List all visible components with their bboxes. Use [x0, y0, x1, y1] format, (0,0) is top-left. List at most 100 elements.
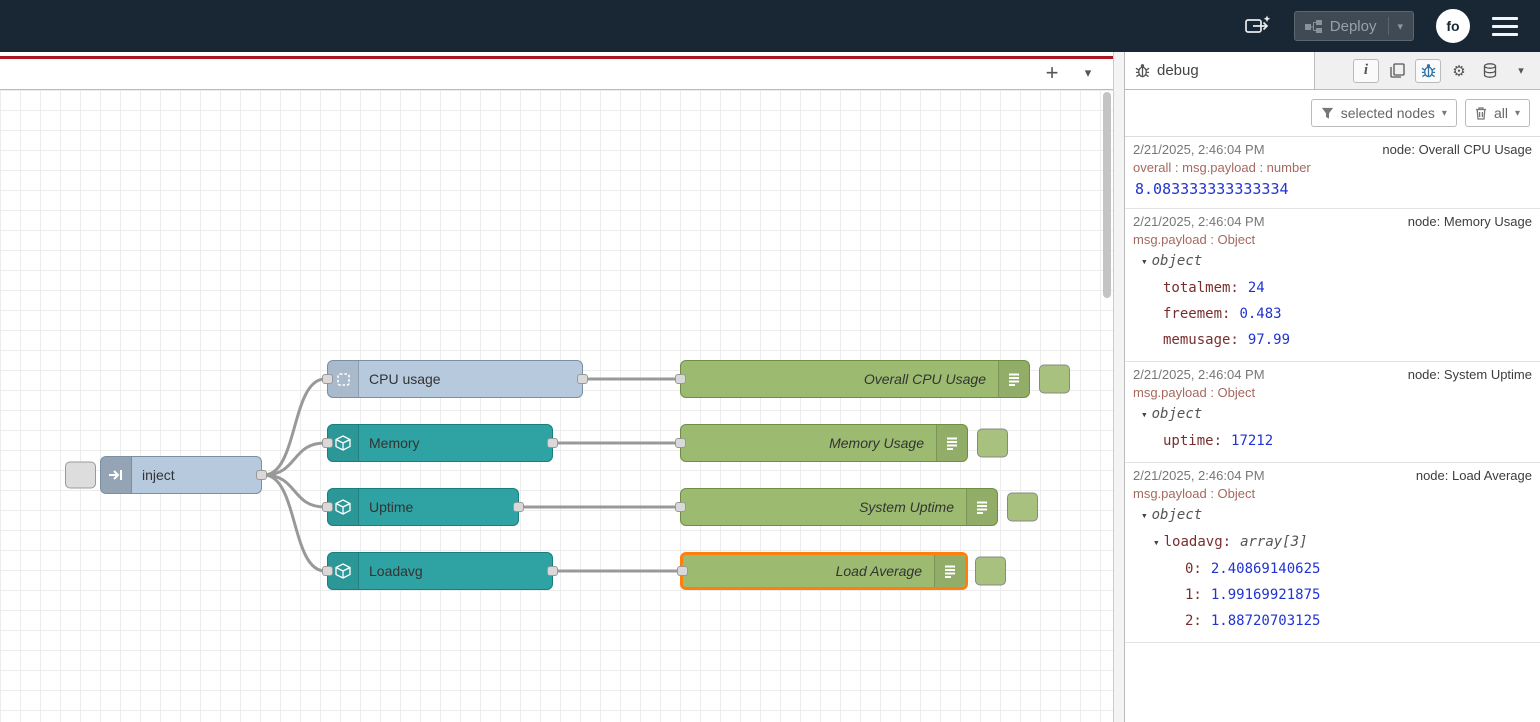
object-type-label: object — [1152, 406, 1203, 422]
main-menu-icon[interactable] — [1492, 17, 1518, 36]
input-port[interactable] — [322, 438, 333, 448]
help-pages-icon[interactable] — [1384, 59, 1410, 83]
canvas-scrollbar-thumb[interactable] — [1103, 92, 1111, 298]
chevron-down-icon: ▾ — [1442, 108, 1447, 119]
message-node-name: node: Load Average — [1416, 468, 1532, 483]
wires-layer — [0, 90, 1113, 722]
message-node-name: node: System Uptime — [1408, 367, 1532, 382]
canvas-scrollbar — [1103, 90, 1111, 722]
deploy-chevron-icon[interactable]: ▾ — [1397, 20, 1403, 33]
input-port[interactable] — [322, 374, 333, 384]
node-label: Memory — [359, 435, 552, 451]
debug-lines-icon — [934, 555, 965, 587]
clear-label: all — [1494, 105, 1508, 121]
object-value: 24 — [1248, 280, 1265, 296]
flow-tabbar: + ▾ — [0, 52, 1113, 90]
gear-icon[interactable]: ⚙ — [1446, 59, 1472, 83]
node-debug-system-uptime[interactable]: System Uptime — [680, 488, 998, 526]
collapse-caret-icon[interactable]: ▾ — [1141, 249, 1148, 275]
header: Deploy ▾ fo — [0, 0, 1540, 52]
node-memory[interactable]: Memory — [327, 424, 553, 462]
debug-lines-icon — [998, 361, 1029, 397]
node-debug-overall-cpu-usage[interactable]: Overall CPU Usage — [680, 360, 1030, 398]
debug-message: 2/21/2025, 2:46:04 PM node: Overall CPU … — [1125, 137, 1540, 209]
sidebar-menu-chevron-icon[interactable]: ▾ — [1508, 59, 1534, 83]
node-debug-load-average[interactable]: Load Average — [680, 552, 968, 590]
add-flow-button[interactable]: + — [1039, 61, 1065, 85]
input-port[interactable] — [675, 438, 686, 448]
input-port[interactable] — [677, 566, 688, 576]
message-node-name: node: Overall CPU Usage — [1382, 142, 1532, 157]
array-index: 1: — [1185, 587, 1202, 603]
message-value: 8.083333333333334 — [1133, 176, 1532, 200]
input-port[interactable] — [322, 566, 333, 576]
deploy-button[interactable]: Deploy ▾ — [1294, 11, 1414, 41]
node-label: Load Average — [683, 563, 934, 579]
info-icon[interactable]: i — [1353, 59, 1379, 83]
output-port[interactable] — [513, 502, 524, 512]
collapse-caret-icon[interactable]: ▾ — [1153, 530, 1160, 556]
filter-label: selected nodes — [1341, 105, 1435, 121]
array-index: 0: — [1185, 561, 1202, 577]
clear-button[interactable]: all ▾ — [1465, 99, 1530, 127]
wire[interactable] — [264, 475, 325, 507]
debug-message: 2/21/2025, 2:46:04 PM node: Memory Usage… — [1125, 209, 1540, 362]
deploy-divider — [1388, 17, 1389, 35]
debug-toolbar: selected nodes ▾ all ▾ — [1125, 90, 1540, 136]
debug-toggle-button[interactable] — [975, 557, 1006, 586]
node-inject[interactable]: inject — [100, 456, 262, 494]
node-uptime[interactable]: Uptime — [327, 488, 519, 526]
message-path: msg.payload : Object — [1133, 385, 1532, 400]
node-label: Overall CPU Usage — [681, 371, 998, 387]
output-port[interactable] — [256, 470, 267, 480]
tab-debug[interactable]: debug — [1125, 52, 1315, 89]
message-timestamp: 2/21/2025, 2:46:04 PM — [1133, 214, 1265, 229]
array-value: 2.40869140625 — [1211, 561, 1321, 577]
message-timestamp: 2/21/2025, 2:46:04 PM — [1133, 367, 1265, 382]
debug-toggle-button[interactable] — [1039, 365, 1070, 394]
debug-toggle-button[interactable] — [977, 429, 1008, 458]
main-area: + ▾ — [0, 52, 1540, 722]
tab-debug-label: debug — [1157, 62, 1199, 79]
output-port[interactable] — [547, 566, 558, 576]
wire[interactable] — [264, 443, 325, 475]
input-port[interactable] — [322, 502, 333, 512]
filter-button[interactable]: selected nodes ▾ — [1311, 99, 1457, 127]
debug-bug-icon[interactable] — [1415, 59, 1441, 83]
node-label: System Uptime — [681, 499, 966, 515]
flow-canvas[interactable]: inject CPU usage — [0, 90, 1113, 722]
message-node-name: node: Memory Usage — [1408, 214, 1532, 229]
object-key: loadavg: — [1164, 534, 1231, 550]
debug-message: 2/21/2025, 2:46:04 PM node: System Uptim… — [1125, 362, 1540, 463]
input-port[interactable] — [675, 374, 686, 384]
node-label: CPU usage — [359, 371, 582, 387]
array-value: 1.99169921875 — [1211, 587, 1321, 603]
tabbar-accent-line — [0, 56, 1113, 59]
debug-message-list: 2/21/2025, 2:46:04 PM node: Overall CPU … — [1125, 136, 1540, 722]
array-index: 2: — [1185, 613, 1202, 629]
user-avatar[interactable]: fo — [1436, 9, 1470, 43]
export-flows-icon[interactable] — [1244, 14, 1272, 38]
collapse-caret-icon[interactable]: ▾ — [1141, 402, 1148, 428]
output-port[interactable] — [547, 438, 558, 448]
node-cpu-usage[interactable]: CPU usage — [327, 360, 583, 398]
context-database-icon[interactable] — [1477, 59, 1503, 83]
sidebar-splitter[interactable] — [1113, 52, 1125, 722]
inject-run-button[interactable] — [65, 462, 96, 489]
collapse-caret-icon[interactable]: ▾ — [1141, 503, 1148, 529]
array-type-label: array[3] — [1240, 534, 1307, 550]
node-label: Loadavg — [359, 563, 552, 579]
message-path: msg.payload : Object — [1133, 232, 1532, 247]
flow-list-button[interactable]: ▾ — [1075, 61, 1101, 85]
object-key: totalmem: — [1163, 280, 1239, 296]
node-label: Uptime — [359, 499, 518, 515]
node-loadavg[interactable]: Loadavg — [327, 552, 553, 590]
input-port[interactable] — [675, 502, 686, 512]
debug-toggle-button[interactable] — [1007, 493, 1038, 522]
object-key: freemem: — [1163, 306, 1230, 322]
debug-lines-icon — [936, 425, 967, 461]
node-debug-memory-usage[interactable]: Memory Usage — [680, 424, 968, 462]
inject-arrow-icon — [101, 457, 132, 493]
output-port[interactable] — [577, 374, 588, 384]
